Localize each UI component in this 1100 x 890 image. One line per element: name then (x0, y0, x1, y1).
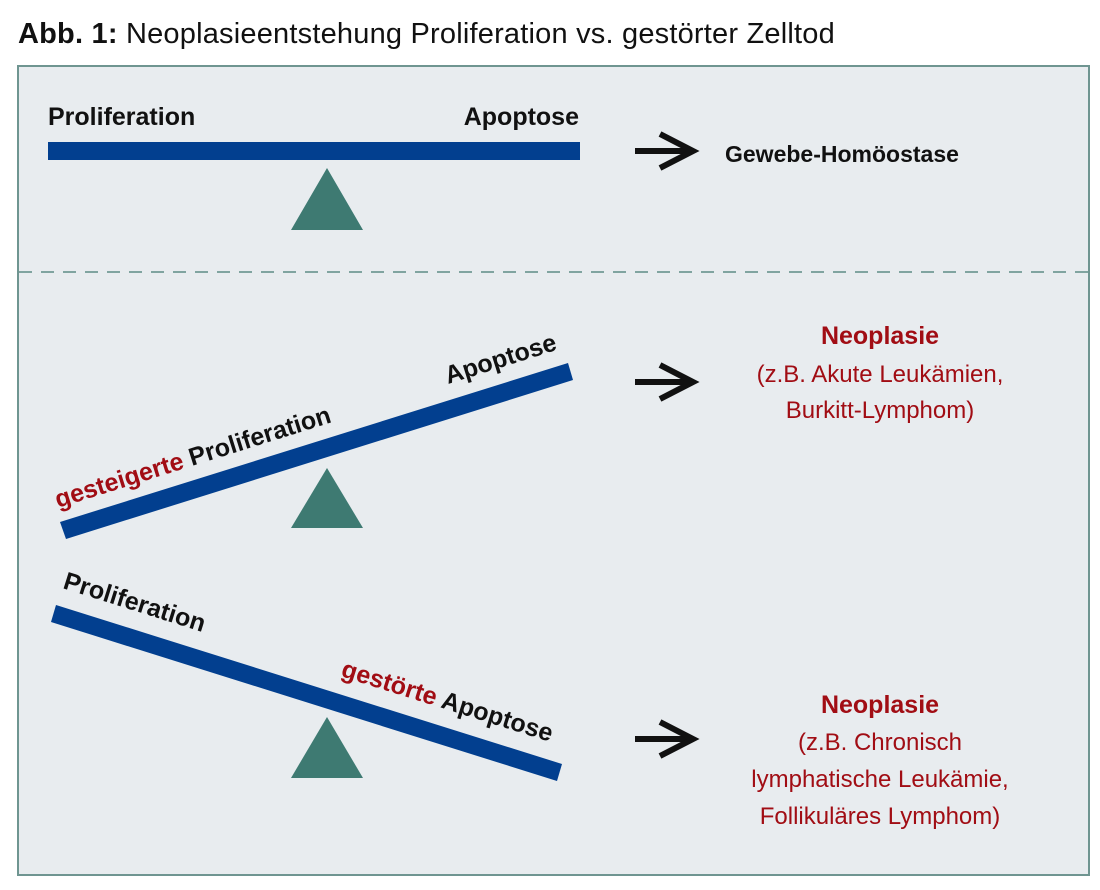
caption-title: Neoplasieentstehung Proliferation vs. ge… (125, 18, 835, 50)
triangle-fulcrum-icon (291, 168, 363, 230)
outcome-line: (z.B. Chronisch (798, 729, 962, 756)
caption-prefix: Abb. 1: (18, 18, 118, 50)
right-arrow-icon (635, 719, 700, 759)
outcome-line: Follikuläres Lymphom) (760, 803, 1001, 830)
right-label: Apoptose (464, 103, 579, 131)
outcome-title: Neoplasie (821, 691, 939, 719)
diagram-frame (17, 65, 1090, 876)
outcome-line: Burkitt-Lymphom) (786, 397, 974, 424)
outcome-homeostasis: Gewebe-Homöostase (725, 141, 959, 167)
scale-increased-proliferation: gesteigerte Proliferation Apoptose (51, 329, 573, 539)
outcome-title: Neoplasie (821, 322, 939, 350)
right-arrow-icon (635, 362, 700, 402)
outcome-neoplasia-2: Neoplasie (z.B. Chronisch lymphatische L… (751, 691, 1008, 830)
outcome-neoplasia-1: Neoplasie (z.B. Akute Leukämien, Burkitt… (757, 322, 1004, 424)
triangle-fulcrum-icon (291, 468, 363, 528)
figure-caption: Abb. 1: Neoplasieentstehung Proliferatio… (18, 18, 835, 51)
scale-impaired-apoptosis: Proliferation gestörte Apoptose (51, 567, 562, 781)
tilted-beam (60, 363, 573, 539)
balance-beam (48, 142, 580, 160)
outcome-line: (z.B. Akute Leukämien, (757, 361, 1004, 388)
right-arrow-icon (635, 131, 700, 171)
left-label: Proliferation (48, 103, 195, 131)
scale-balanced: Proliferation Apoptose (48, 103, 580, 230)
tilted-beam (51, 605, 562, 781)
triangle-fulcrum-icon (291, 717, 363, 778)
outcome-line: lymphatische Leukämie, (751, 766, 1008, 793)
